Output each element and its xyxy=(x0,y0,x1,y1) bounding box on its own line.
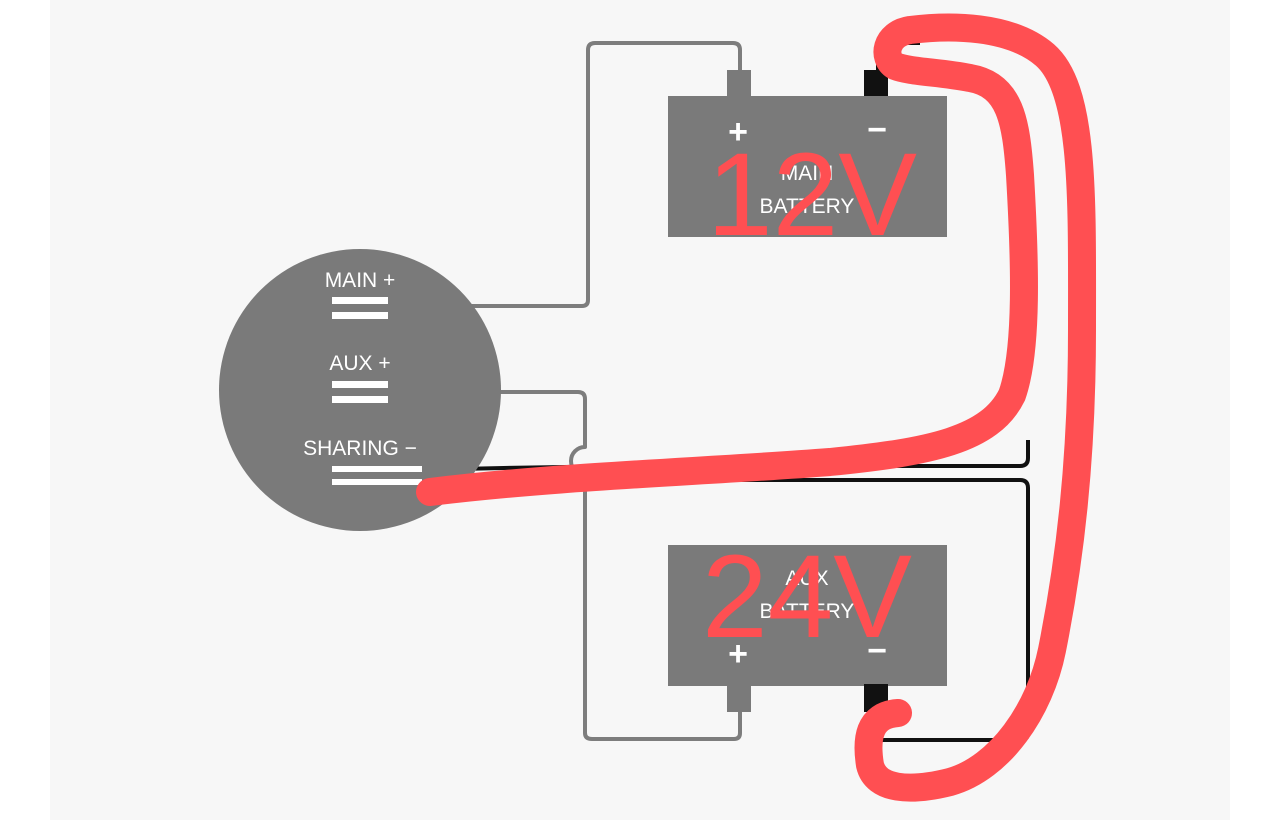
main-terminal-bar xyxy=(332,297,388,304)
main-battery-label-line1: MAIN xyxy=(781,162,834,185)
aux-terminal-bar xyxy=(332,381,388,388)
controller-body xyxy=(219,249,501,531)
sharing-terminal-bar xyxy=(332,479,422,485)
aux-battery-body xyxy=(668,545,947,686)
aux-battery-label-line2: BATTERY xyxy=(760,600,855,623)
main-battery: + − MAIN BATTERY xyxy=(668,70,947,237)
sharing-terminal-label: SHARING − xyxy=(303,437,417,460)
main-positive-wire xyxy=(470,41,742,308)
main-battery-body xyxy=(668,96,947,237)
aux-battery-label-line1: AUX xyxy=(785,567,828,590)
aux-battery-positive-post xyxy=(727,684,751,712)
main-battery-positive-post xyxy=(727,70,751,98)
main-battery-plus-symbol: + xyxy=(728,113,748,151)
red-wire-sharing-to-main-negative xyxy=(416,13,1097,802)
aux-terminal-label: AUX + xyxy=(329,352,390,375)
aux-terminal-bar xyxy=(332,396,388,403)
aux-battery-plus-symbol: + xyxy=(728,635,748,673)
main-terminal-label: MAIN + xyxy=(325,269,396,292)
red-annotation-strokes xyxy=(416,13,1097,802)
bottom-voltage-annotation: 24V xyxy=(702,531,912,663)
sharing-terminal-bar xyxy=(332,466,422,472)
top-voltage-annotation: 12V xyxy=(707,129,917,261)
main-terminal-bar xyxy=(332,312,388,319)
main-battery-minus-symbol: − xyxy=(867,111,887,149)
main-battery-label-line2: BATTERY xyxy=(760,195,855,218)
aux-battery: AUX BATTERY + − xyxy=(668,545,947,712)
controller: MAIN + AUX + SHARING − xyxy=(219,249,501,531)
aux-battery-minus-symbol: − xyxy=(867,632,887,670)
